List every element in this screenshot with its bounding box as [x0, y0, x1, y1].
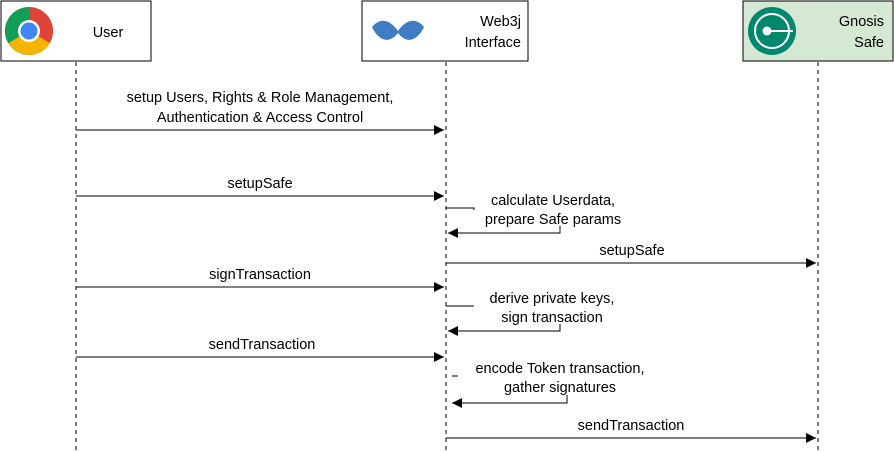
web3j-label-line1: Web3j [480, 14, 521, 30]
self-message-encode-token: encode Token transaction, gather signatu… [452, 361, 645, 408]
message-label-line1: calculate Userdata, [491, 193, 615, 209]
participant-web3j-interface: Web3j Interface [361, 0, 529, 62]
message-label: sendTransaction [578, 418, 685, 434]
message-label-line2: prepare Safe params [485, 212, 621, 228]
message-label-line1: derive private keys, [490, 291, 615, 307]
self-call-arrow [446, 207, 475, 210]
message-setup-safe-request: setupSafe [76, 176, 444, 201]
message-label: signTransaction [209, 267, 311, 283]
self-return-arrow [448, 226, 561, 238]
self-return-arrow [452, 395, 568, 408]
message-setup-safe-gnosis: setupSafe [446, 243, 816, 268]
self-message-derive-keys: derive private keys, sign transaction [446, 291, 615, 336]
user-label: User [93, 25, 124, 41]
participant-user: User [0, 0, 152, 62]
message-send-transaction-request: sendTransaction [76, 337, 444, 362]
message-label-line2: sign transaction [501, 310, 603, 326]
chrome-icon [5, 7, 53, 55]
message-label-line2: gather signatures [504, 380, 616, 396]
gnosis-safe-icon [748, 7, 796, 55]
message-label: setupSafe [599, 243, 664, 259]
self-message-calculate-userdata: calculate Userdata, prepare Safe params [446, 193, 621, 238]
gnosis-label-line1: Gnosis [839, 14, 884, 30]
message-label: setupSafe [227, 176, 292, 192]
self-return-arrow [448, 324, 561, 336]
message-label-line1: setup Users, Rights & Role Management, [127, 90, 394, 106]
message-setup-users: setup Users, Rights & Role Management, A… [76, 90, 444, 135]
message-send-transaction-gnosis: sendTransaction [446, 418, 816, 443]
message-label-line2: Authentication & Access Control [157, 110, 363, 126]
message-sign-transaction: signTransaction [76, 267, 444, 292]
web3j-label-line2: Interface [465, 35, 521, 51]
participant-gnosis-safe: Gnosis Safe [742, 0, 894, 62]
gnosis-label-line2: Safe [854, 35, 884, 51]
web3j-logo [372, 20, 424, 40]
message-label: sendTransaction [209, 337, 316, 353]
message-label-line1: encode Token transaction, [475, 361, 644, 377]
